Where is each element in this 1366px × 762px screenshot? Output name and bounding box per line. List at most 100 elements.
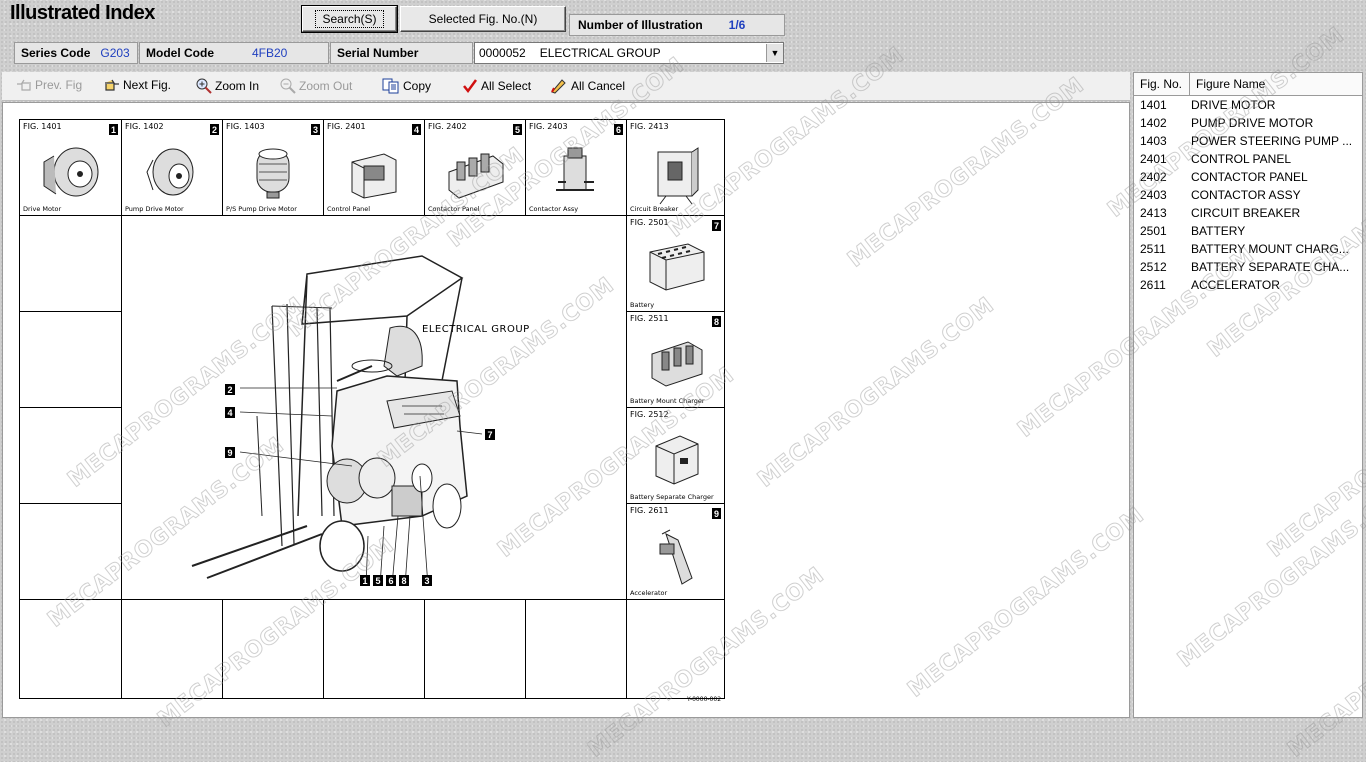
group-select-code: 0000052 [479,46,526,60]
contactor-panel-illustration [448,153,504,199]
column-header-fig-no[interactable]: Fig. No. [1134,73,1190,95]
callout-7[interactable]: 7 [485,429,495,440]
fig-no-cell: 2611 [1140,278,1166,292]
serial-number-label: Serial Number [337,46,419,60]
callout-8[interactable]: 8 [399,575,409,586]
callout-4[interactable]: 4 [225,407,235,418]
fig-cell-2611[interactable]: FIG. 2611 9 Accelerator [627,504,724,600]
fig-label: FIG. 2501 [630,218,669,227]
copy-icon [382,78,399,94]
illustration-title: ELECTRICAL GROUP [422,324,530,335]
fig-cell-2501[interactable]: FIG. 2501 7 Battery [627,216,724,312]
all-cancel-button[interactable]: All Cancel [550,78,625,94]
fig-number-badge: 8 [712,316,721,327]
fig-number-badge: 1 [109,124,118,135]
fig-no-cell: 2501 [1140,224,1167,238]
empty-cell [122,600,223,698]
model-code-value: 4FB20 [252,46,288,60]
fig-number-badge: 6 [614,124,623,135]
callout-9[interactable]: 9 [225,447,235,458]
fig-number-badge: 9 [712,508,721,519]
fig-caption: Contactor Assy [529,205,579,213]
illustration-count-label: Number of Illustration [578,18,703,32]
callout-1[interactable]: 1 [360,575,370,586]
callout-2[interactable]: 2 [225,384,235,395]
fig-cell-1402[interactable]: FIG. 1402 2 Pump Drive Motor [122,120,223,216]
all-select-label: All Select [481,79,532,93]
fig-cell-2402[interactable]: FIG. 2402 5 Contactor Panel [425,120,526,216]
selected-fig-button[interactable]: Selected Fig. No.(N) [400,6,566,32]
circuit-breaker-illustration [657,147,698,205]
figure-name-cell: CIRCUIT BREAKER [1191,206,1301,220]
figure-name-cell: DRIVE MOTOR [1191,98,1276,112]
figure-name-cell: BATTERY SEPARATE CHA... [1191,260,1350,274]
empty-cell [20,600,122,698]
fig-cell-2403[interactable]: FIG. 2403 6 Contactor Assy [526,120,627,216]
zoom-out-label: Zoom Out [299,79,353,93]
empty-cell [324,600,425,698]
accelerator-illustration [659,529,693,585]
zoom-out-button[interactable]: Zoom Out [280,78,352,94]
main-illustration[interactable]: ELECTRICAL GROUP 2 4 9 7 1 5 6 8 3 [122,216,627,600]
zoom-in-button[interactable]: Zoom In [196,78,259,94]
fig-cell-2413[interactable]: FIG. 2413 Circuit Breaker [627,120,724,216]
copy-button[interactable]: Copy [382,78,431,94]
battery-mount-charger-illustration [651,341,702,387]
empty-cell [526,600,627,698]
app-title: Illustrated Index [10,2,155,24]
next-fig-button[interactable]: Next Fig. [104,78,171,92]
fig-caption: Accelerator [630,589,668,597]
model-code-field: Model Code 4FB20 [139,42,329,64]
fig-cell-2401[interactable]: FIG. 2401 4 Control Panel [324,120,425,216]
figure-name-cell: POWER STEERING PUMP ... [1191,134,1353,148]
next-fig-label: Next Fig. [123,78,172,92]
fig-cell-2512[interactable]: FIG. 2512 Battery Separate Charger [627,408,724,504]
fig-caption: Battery [630,301,655,309]
chevron-down-icon[interactable]: ▼ [766,44,783,62]
column-header-figure-name[interactable]: Figure Name [1196,77,1266,91]
fig-label: FIG. 1402 [125,122,164,131]
fig-number-badge: 4 [412,124,421,135]
fig-cell-1403[interactable]: FIG. 1403 3 P/S Pump Drive Motor [223,120,324,216]
search-button[interactable]: Search(S) [301,5,398,33]
prev-fig-button[interactable]: Prev. Fig [16,78,82,92]
fig-caption: Battery Mount Charger [630,397,705,405]
table-row[interactable]: 1403 POWER STEERING PUMP ... [1134,132,1362,150]
callout-3[interactable]: 3 [422,575,432,586]
callout-6[interactable]: 6 [386,575,396,586]
fig-cell-2511[interactable]: FIG. 2511 8 Battery Mount Charger [627,312,724,408]
fig-caption: Drive Motor [23,205,62,213]
figure-name-cell: CONTROL PANEL [1191,152,1292,166]
fig-label: FIG. 2611 [630,506,669,515]
forklift-illustration [191,255,483,587]
serial-number-field: Serial Number [330,42,473,64]
fig-no-cell: 2511 [1140,242,1166,256]
zoom-in-icon [196,78,212,94]
prev-fig-label: Prev. Fig [35,78,83,92]
fig-no-cell: 1403 [1140,134,1167,148]
hand-right-icon [105,79,119,91]
all-cancel-label: All Cancel [571,79,626,93]
fig-label: FIG. 2403 [529,122,568,131]
all-select-button[interactable]: All Select [462,78,531,94]
fig-label: FIG. 2402 [428,122,467,131]
fig-cell-1401[interactable]: FIG. 1401 1 Drive Motor [20,120,122,216]
group-select[interactable]: 0000052 ELECTRICAL GROUP ▼ [474,42,784,64]
empty-cell [627,600,724,698]
contactor-assy-illustration [556,147,594,191]
callout-5[interactable]: 5 [373,575,383,586]
zoom-out-icon [280,78,296,94]
hand-left-icon [17,79,31,91]
illustration-viewer[interactable]: FIG. 1401 1 Drive Motor FIG. 1402 2 Pump… [2,102,1130,718]
